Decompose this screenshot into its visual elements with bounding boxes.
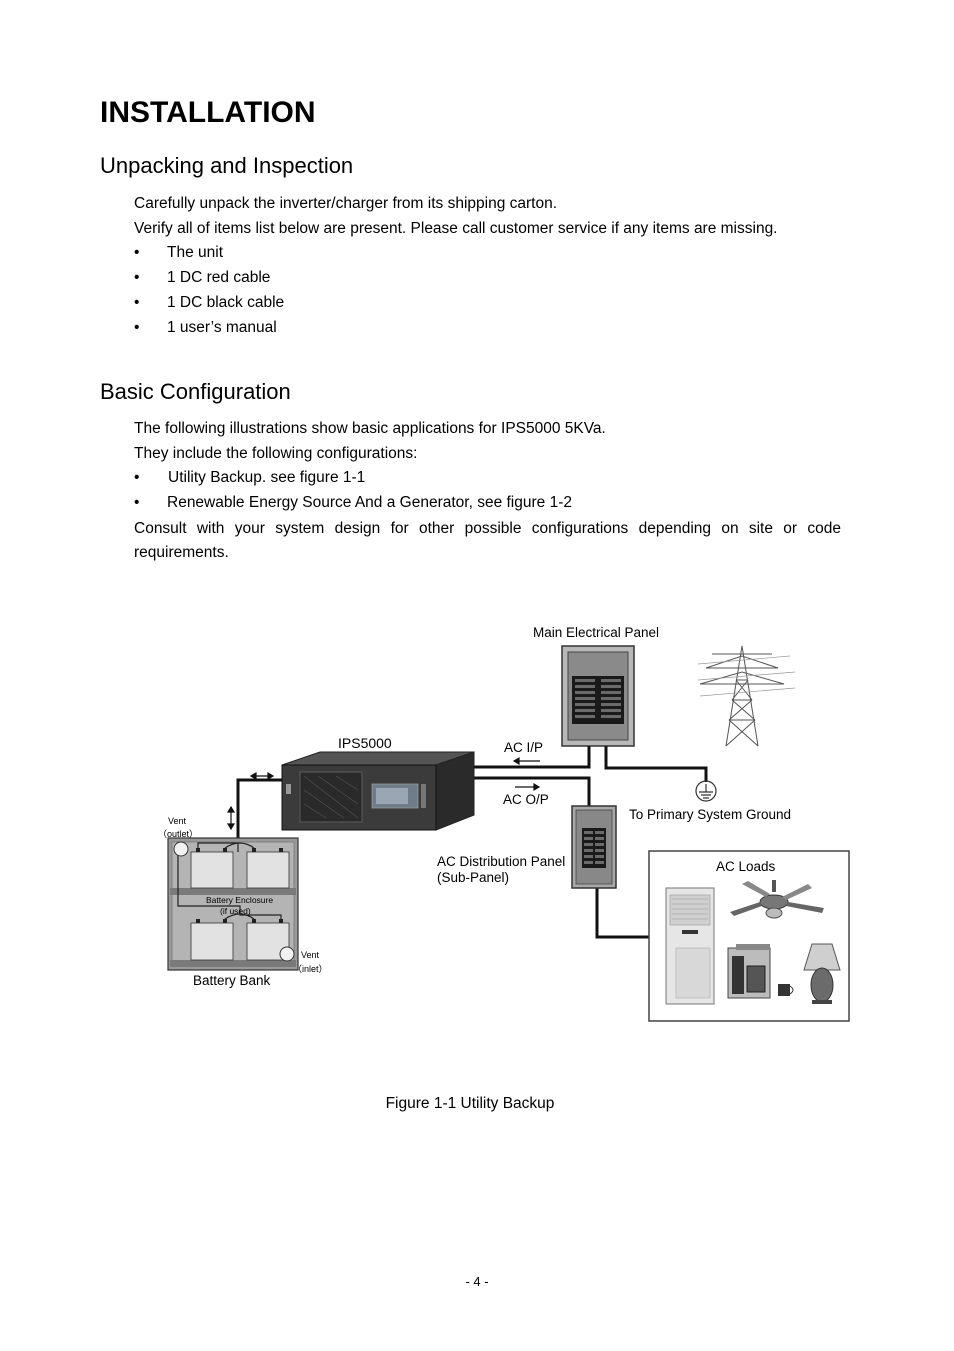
bullet-icon: • — [134, 244, 140, 261]
section-heading-basic-configuration: Basic Configuration — [100, 379, 291, 404]
ground-icon — [695, 780, 717, 802]
figure-caption: Figure 1-1 Utility Backup — [385, 1095, 555, 1112]
paragraph-line: They include the following configuration… — [134, 445, 418, 462]
ceiling-fan-icon — [730, 880, 824, 919]
bullet-icon: • — [134, 469, 140, 486]
list-item: 1 user’s manual — [167, 319, 277, 336]
label-distribution-panel: AC Distribution Panel — [437, 854, 566, 869]
label-primary-ground: To Primary System Ground — [629, 807, 792, 822]
ac-loads-box — [648, 850, 850, 1022]
page-title: INSTALLATION — [100, 96, 316, 129]
label-ac-ip: AC I/P — [504, 740, 544, 755]
paragraph-line: Carefully unpack the inverter/charger fr… — [134, 195, 558, 212]
label-ac-op: AC O/P — [503, 792, 549, 807]
label-battery-enclosure: Battery Enclosure — [206, 895, 274, 905]
air-conditioner-icon — [665, 887, 715, 1005]
main-electrical-panel-icon — [561, 645, 635, 747]
list-item: Renewable Energy Source And a Generator,… — [167, 494, 572, 511]
coffee-maker-icon — [727, 944, 794, 999]
sub-panel-icon — [571, 805, 617, 889]
label-ac-loads: AC Loads — [716, 859, 776, 874]
power-tower-icon — [697, 645, 796, 747]
list-item: Utility Backup. see figure 1-1 — [168, 469, 366, 486]
label-vent-outlet-paren: （outlet） — [158, 829, 199, 839]
label-vent-inlet: Vent — [301, 950, 320, 960]
paragraph-justified: Consult with your system design for othe… — [134, 520, 841, 537]
bullet-icon: • — [134, 269, 140, 286]
label-vent-outlet: Vent — [168, 816, 187, 826]
label-vent-inlet-paren: （inlet） — [293, 964, 328, 974]
label-if-used: (if used) — [220, 906, 251, 916]
paragraph-continuation: requirements. — [134, 544, 229, 561]
label-sub-panel: (Sub-Panel) — [437, 870, 510, 885]
wiring — [236, 746, 708, 939]
list-item: The unit — [167, 244, 224, 261]
label-battery-bank: Battery Bank — [193, 973, 271, 988]
bullet-icon: • — [134, 319, 140, 336]
list-item: 1 DC black cable — [167, 294, 285, 311]
arrow-icons — [226, 756, 541, 831]
bullet-icon: • — [134, 294, 140, 311]
section-heading-unpacking: Unpacking and Inspection — [100, 153, 354, 178]
table-lamp-icon — [803, 943, 841, 1004]
label-main-electrical-panel: Main Electrical Panel — [533, 625, 660, 640]
page-number: - 4 - — [465, 1274, 489, 1289]
list-item: 1 DC red cable — [167, 269, 271, 286]
inverter-unit-icon — [281, 751, 475, 831]
label-ips5000: IPS5000 — [338, 735, 392, 751]
bullet-icon: • — [134, 494, 140, 511]
battery-enclosure-icon — [167, 837, 299, 971]
paragraph-line: The following illustrations show basic a… — [134, 420, 606, 437]
paragraph-line: Verify all of items list below are prese… — [134, 220, 778, 237]
